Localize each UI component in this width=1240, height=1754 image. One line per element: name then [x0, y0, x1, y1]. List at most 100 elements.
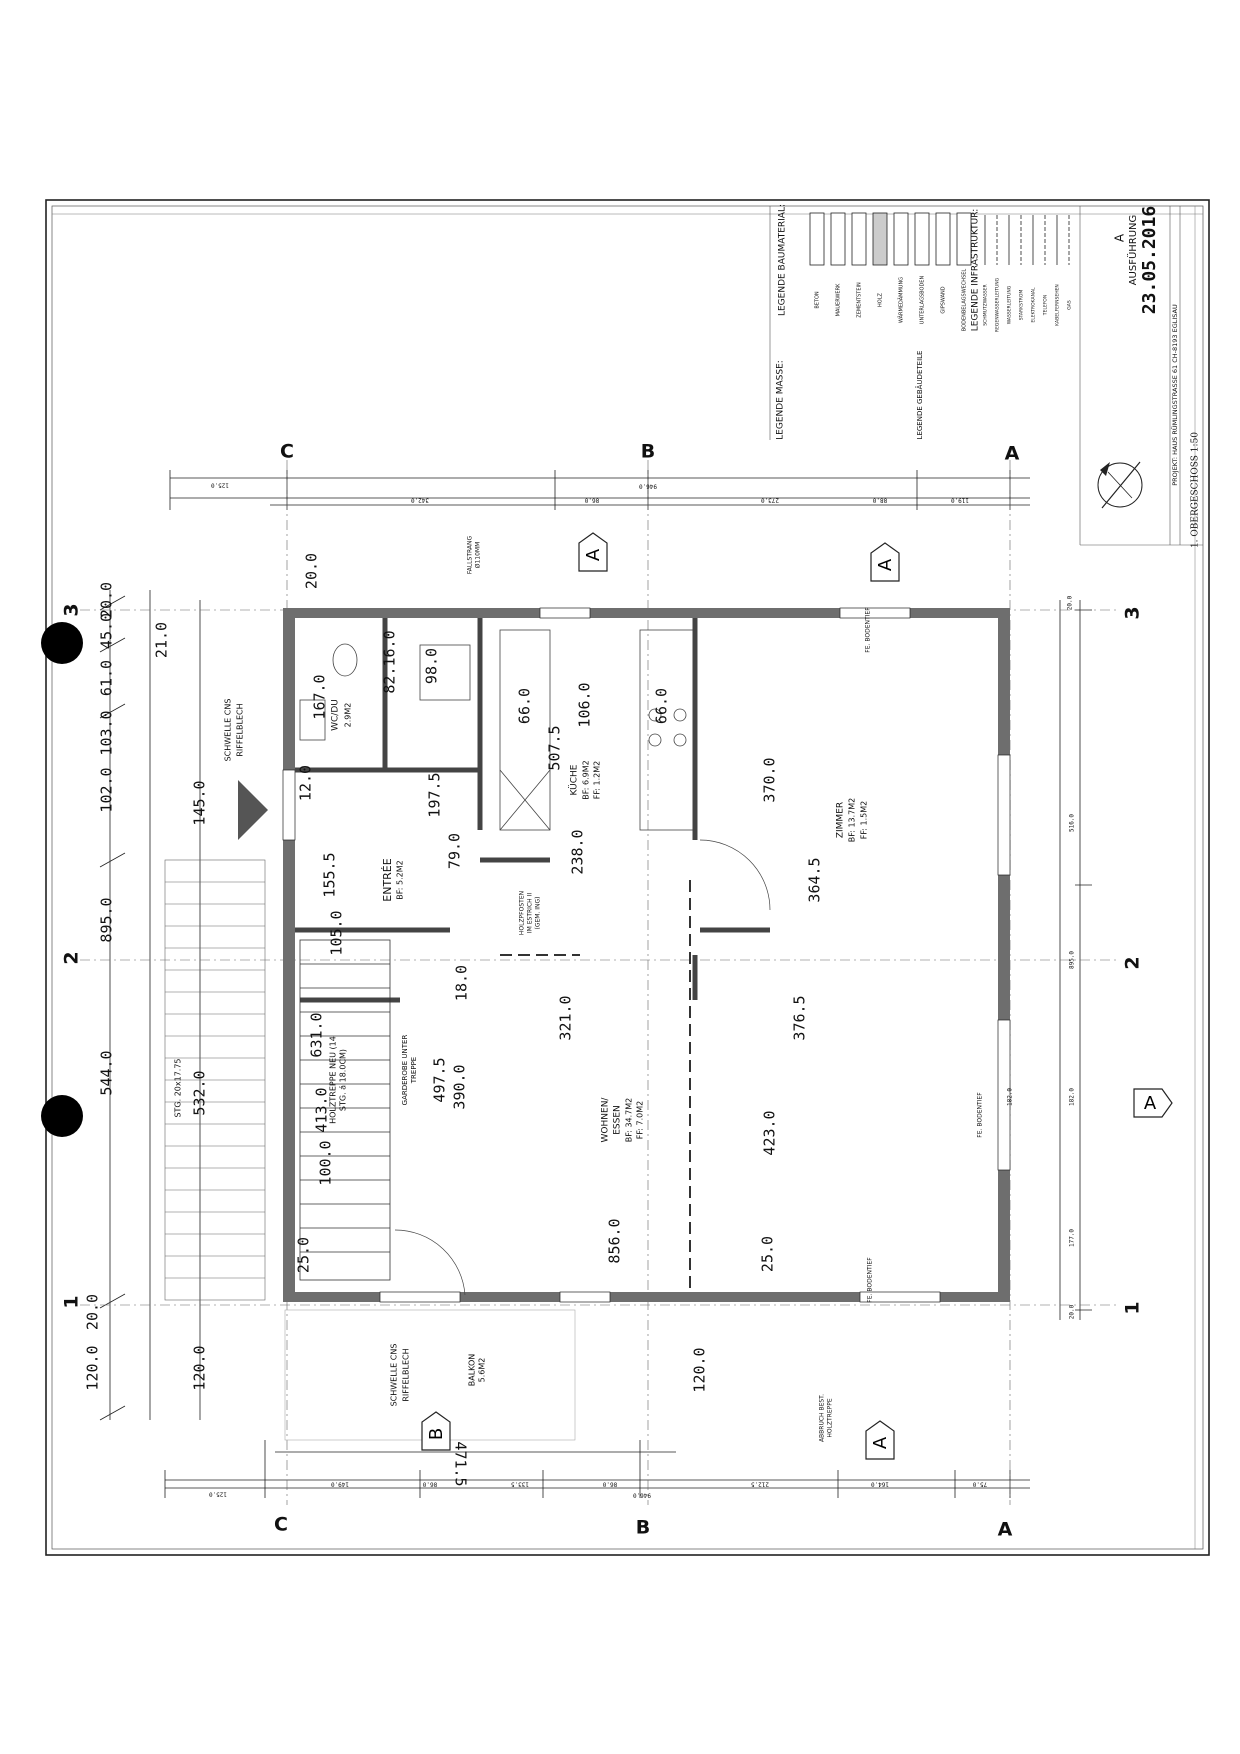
annotation-schwelle-bottom-1: SCHWELLE CNS	[390, 1344, 399, 1407]
dimension-left: 145.0	[191, 780, 209, 825]
dimension-bottom: 125.0	[209, 1491, 227, 1498]
dimension-left: 45.0	[98, 613, 116, 649]
stair-holztreppe	[299, 939, 391, 1281]
grid-label-left: 2	[61, 951, 83, 964]
dimension-bottom: 164.0	[871, 1481, 889, 1488]
dimension-interior: 155.5	[321, 852, 339, 897]
infra-label: STARKSTROM	[1019, 290, 1025, 321]
dimension-interior: 25.0	[759, 1236, 777, 1272]
section-marker-icon: A	[865, 1420, 895, 1460]
project-label: PROJEKT: HAUS RÜMLINGSTRASSE 61 CH-8193 …	[1170, 304, 1179, 486]
dimension-top: 273.0	[761, 497, 779, 504]
window-openings	[282, 607, 1011, 1303]
section-marker-icon: A	[578, 532, 608, 572]
grid-label-right: 2	[1122, 956, 1144, 969]
room-ff-kueche: FF: 1.2M2	[593, 761, 602, 800]
dimension-right: 20.0	[1067, 595, 1074, 610]
dimension-bottom: 75.0	[972, 1481, 987, 1488]
room-label-zimmer: ZIMMER	[836, 802, 846, 838]
dimension-interior: 167.0	[311, 674, 329, 719]
grid-label-top: A	[1005, 443, 1020, 465]
dimension-left: 20.0	[84, 1294, 102, 1330]
dimension-right: 182.0	[1069, 1088, 1076, 1106]
dimension-right: 20.0	[1069, 1304, 1076, 1319]
material-swatch	[872, 212, 888, 266]
section-marker-icon: A	[870, 542, 900, 582]
revision-label: A	[1113, 233, 1127, 242]
room-area-balkon: 5.6M2	[478, 1358, 487, 1383]
room-label-garderobe-2: TREPPE	[410, 1057, 418, 1084]
dimension-bottom: 212.5	[751, 1481, 769, 1488]
section-marker-icon: B	[421, 1411, 451, 1451]
dimension-interior: 106.0	[576, 682, 594, 727]
room-label-wohnen-2: ESSEN	[613, 1105, 623, 1135]
dimension-left: 61.0	[98, 660, 116, 696]
room-label-balkon: BALKON	[468, 1354, 477, 1387]
exterior-walls	[283, 608, 1010, 1302]
room-ff-wohnen: FF: 7.0M2	[636, 1101, 645, 1140]
dimension-bottom: 133.5	[511, 1481, 529, 1488]
dimension-top: 119.0	[951, 497, 969, 504]
dimension-left: 21.0	[153, 622, 171, 658]
material-label: ZEMENTSTEIN	[857, 282, 863, 318]
material-label: MAUERWERK	[836, 283, 842, 316]
legend-masse-heading: LEGENDE MASSE:	[776, 360, 786, 440]
dimension-interior: 66.0	[653, 688, 671, 724]
material-label: GIPSWAND	[941, 286, 947, 313]
room-label-wohnen-1: WOHNEN/	[601, 1097, 611, 1143]
support-posts	[500, 880, 691, 1290]
annotation-fe-2: FE. BODENTIEF	[977, 1092, 984, 1138]
stair-old	[164, 859, 266, 1301]
dimension-left: 102.0	[98, 767, 116, 812]
section-marker-label: A	[583, 548, 604, 561]
room-label-entree: ENTRÉE	[381, 858, 394, 901]
dimension-left: 120.0	[84, 1345, 102, 1390]
sheet-inner-frame	[51, 205, 1204, 1550]
infra-label: REGENWASSERLEITUNG	[995, 277, 1001, 332]
annotation-abbruch-1: ABBRUCH BEST.	[819, 1394, 826, 1442]
dimension-interior: 376.5	[791, 995, 809, 1040]
north-arrow-icon	[1097, 461, 1143, 509]
annotation-abbruch-2: HOLZTREPPE	[827, 1398, 834, 1438]
infra-label: TELEFON	[1043, 295, 1049, 316]
dimension-bottom: 120.0	[691, 1347, 709, 1392]
material-swatch	[956, 212, 972, 266]
left-dimension-chain	[99, 590, 201, 1421]
room-label-holztreppe-2: STG. á 18.0CM)	[339, 1049, 348, 1111]
infra-label: WASSERLEITUNG	[1007, 285, 1013, 324]
material-swatch	[851, 212, 867, 266]
grid-label-bottom: B	[636, 1517, 650, 1539]
direction-triangle-icon	[238, 780, 268, 840]
material-label: BODENBELAGSWECHSEL	[962, 269, 968, 332]
infra-label: SCHMUTZWASSER	[983, 284, 989, 325]
material-swatch	[935, 212, 951, 266]
dimension-top: 88.0	[872, 497, 887, 504]
bottom-dimension-chain	[164, 1440, 1030, 1498]
room-bf-zimmer: BF: 13.7M2	[848, 798, 857, 843]
annotation-fe-3: FE. BODENTIEF	[867, 1257, 874, 1303]
dimension-bottom: 86.0	[422, 1481, 437, 1488]
dimension-interior: 100.0	[317, 1140, 335, 1185]
room-bf-kueche: BF: 6.9M2	[582, 760, 591, 799]
material-swatch	[830, 212, 846, 266]
dimension-left: 120.0	[191, 1345, 209, 1390]
dimension-top: 946.0	[639, 483, 657, 490]
material-label: BETON	[815, 291, 821, 309]
dimension-right: 895.0	[1069, 951, 1076, 969]
dimension-interior: 321.0	[557, 995, 575, 1040]
infra-label: ELEKTROKANAL	[1031, 287, 1037, 323]
dimension-interior: 79.0	[446, 833, 464, 869]
dimension-bottom: 149.0	[331, 1481, 349, 1488]
stair-label: STG. 20x17.75	[174, 1058, 183, 1117]
dimension-bottom: 946.0	[633, 1492, 651, 1499]
dimension-interior: 25.0	[295, 1237, 313, 1273]
infra-label: KABELFERNSEHEN	[1055, 284, 1061, 326]
dimension-bottom: 471.5	[452, 1441, 470, 1486]
legend-baumaterial-heading: LEGENDE BAUMATERIAL:	[778, 204, 788, 316]
material-swatch	[914, 212, 930, 266]
material-label: WÄRMEDÄMMUNG	[898, 277, 905, 323]
legend-gebaeudeteile-heading: LEGENDE GEBÄUDETEILE	[915, 351, 924, 440]
dimension-interior: 413.0	[313, 1087, 331, 1132]
dimension-top: 342.0	[411, 497, 429, 504]
